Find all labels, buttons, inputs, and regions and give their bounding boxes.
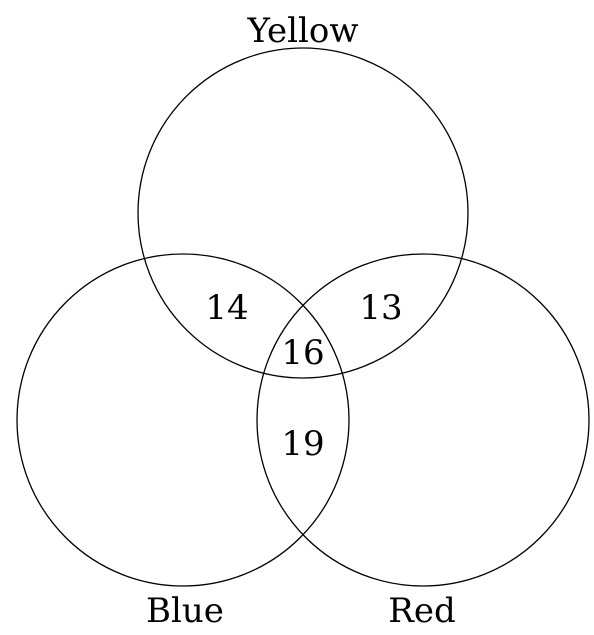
blue-label: Blue — [146, 591, 224, 631]
yellow-blue-red-value: 16 — [281, 333, 324, 373]
yellow-circle — [137, 47, 469, 379]
blue-circle — [16, 253, 350, 587]
red-circle — [256, 253, 590, 587]
yellow-blue-value: 14 — [205, 288, 248, 328]
blue-red-value: 19 — [281, 424, 324, 464]
red-label: Red — [388, 591, 456, 631]
yellow-label: Yellow — [247, 11, 359, 51]
yellow-red-value: 13 — [359, 288, 402, 328]
